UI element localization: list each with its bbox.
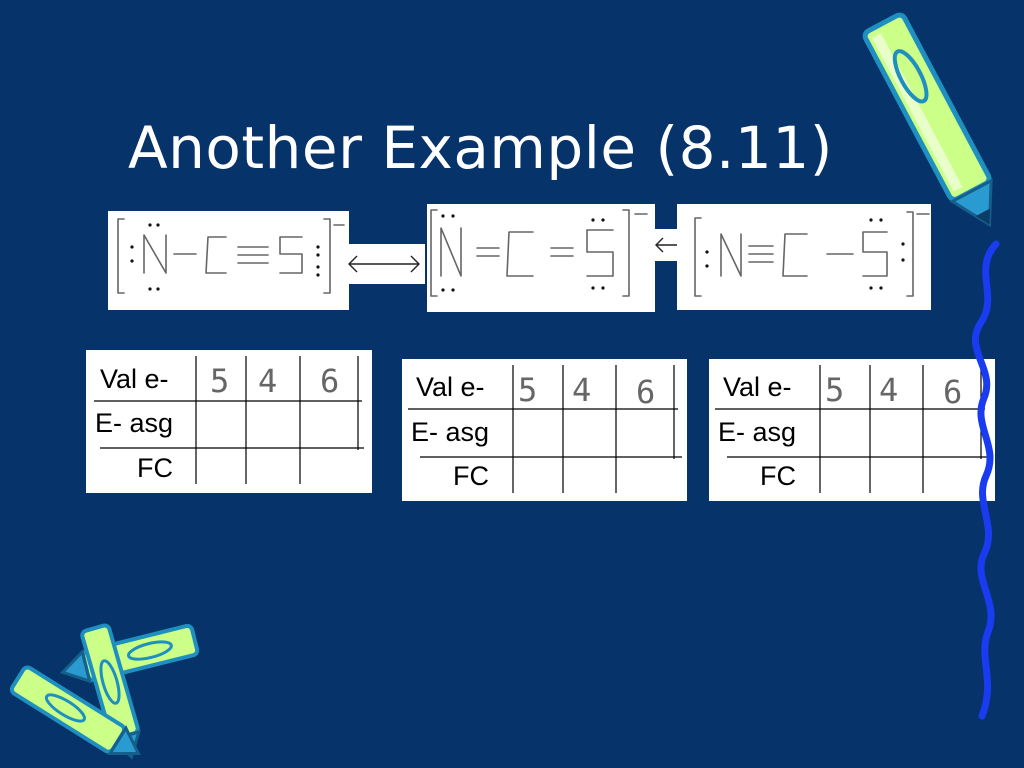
squiggle-line-icon	[971, 240, 1000, 720]
valence-c: 4	[879, 371, 899, 409]
bracket-left	[430, 209, 438, 297]
atom-s	[279, 236, 303, 274]
valence-s: 6	[320, 362, 340, 400]
row-label-fc: FC	[760, 461, 796, 491]
resonance-structure-3	[677, 204, 931, 310]
bond-triple	[748, 245, 774, 263]
row-label-fc: FC	[453, 461, 489, 491]
atom-c	[506, 231, 534, 277]
row-label-fc: FC	[137, 453, 173, 483]
atom-s	[862, 231, 888, 277]
pencil-top-right-icon	[862, 12, 993, 228]
bracket-left	[694, 217, 702, 297]
valence-c: 4	[258, 362, 278, 400]
atom-n	[440, 227, 462, 277]
valence-n: 5	[825, 371, 845, 409]
slide-title: Another Example (8.11)	[128, 114, 833, 182]
row-label-e-asg: E- asg	[718, 417, 797, 447]
atom-n	[720, 233, 742, 277]
atom-c	[782, 233, 808, 277]
row-label-e-asg: E- asg	[95, 408, 174, 438]
bracket-left	[117, 218, 125, 294]
valence-n: 5	[518, 371, 538, 409]
bracket-right	[622, 209, 630, 297]
resonance-arrow-1	[343, 244, 425, 284]
row-label-e-asg: E- asg	[411, 417, 490, 447]
bracket-right	[906, 211, 914, 297]
bracket-right	[323, 218, 331, 294]
formal-charge-table-1: Val e- E- asg FC 5 4 6	[86, 350, 372, 493]
formal-charge-table-2: Val e- E- asg FC 5 4 6	[402, 359, 687, 501]
atom-c	[205, 236, 227, 274]
resonance-structure-2	[427, 204, 655, 312]
row-label-val-e: Val e-	[723, 372, 792, 402]
bond-double	[476, 247, 500, 257]
formal-charge-table-3: Val e- E- asg FC 5 4 6	[709, 359, 995, 501]
atom-s	[586, 229, 614, 277]
bond-double	[550, 247, 574, 257]
pencils-bottom-left-icon	[9, 623, 200, 760]
valence-s: 6	[943, 373, 963, 411]
row-label-val-e: Val e-	[416, 372, 485, 402]
atom-n	[143, 234, 167, 274]
valence-s: 6	[636, 373, 656, 411]
valence-n: 5	[210, 362, 230, 400]
valence-c: 4	[572, 371, 592, 409]
bond-triple	[237, 246, 269, 264]
row-label-val-e: Val e-	[100, 364, 169, 394]
resonance-structure-1	[108, 211, 349, 310]
